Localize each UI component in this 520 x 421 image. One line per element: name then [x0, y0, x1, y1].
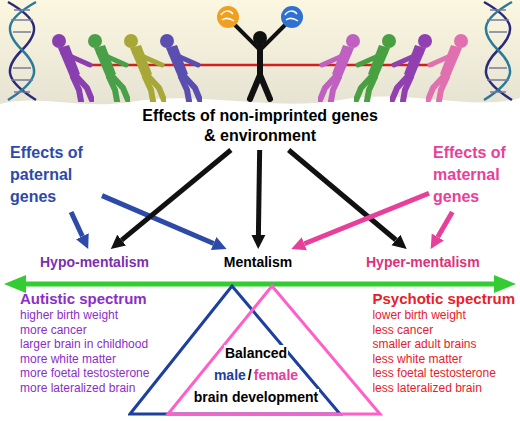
influence-label: Effects of maternal genes	[431, 140, 517, 210]
trait-item: more lateralized brain	[20, 381, 149, 396]
spectrum-pole: Mentalism	[222, 252, 294, 273]
spectrum-heading: Psychotic spectrum	[372, 289, 515, 308]
trait-item: less lateralized brain	[372, 381, 515, 396]
dna-helix	[484, 2, 512, 100]
influence-arrow	[71, 212, 82, 236]
right-team	[320, 34, 468, 101]
trait-item: more cancer	[20, 323, 149, 338]
trait-item: smaller adult brains	[372, 337, 515, 352]
trait-item: higher birth weight	[20, 308, 149, 323]
triangle	[130, 286, 340, 414]
triangle	[168, 286, 380, 414]
background-band	[0, 0, 520, 104]
trait-item: less cancer	[372, 323, 515, 338]
trait-item: more foetal testosterone	[20, 366, 149, 381]
dna-helix	[8, 2, 36, 100]
influence-label: Effects of non-imprinted genes & environ…	[135, 104, 385, 148]
triangle-label: /	[247, 367, 253, 383]
trait-item: less white matter	[372, 352, 515, 367]
node-text: Hyper-mentalism	[366, 254, 480, 271]
trait-item: larger brain in childhood	[20, 337, 149, 352]
overlap-triangles: Balanced male/female brain development	[128, 284, 384, 416]
node-text: Hypo-mentalism	[40, 254, 149, 271]
triangle-label: brain development	[193, 389, 319, 405]
held-head	[281, 6, 303, 28]
influence-arrow	[122, 150, 231, 240]
trait-item: less foetal testosterone	[372, 366, 515, 381]
spectrum-pole: Hypo-mentalism	[38, 252, 151, 273]
text-line: male/female	[128, 364, 384, 386]
trait-item: lower birth weight	[372, 308, 515, 323]
triangle-label: Balanced	[224, 345, 288, 361]
influence-arrow	[102, 196, 214, 244]
spectrum-pole: Hyper-mentalism	[364, 252, 482, 273]
influence-arrow	[304, 193, 429, 244]
text-line: brain development	[128, 386, 384, 408]
text-line: Balanced	[128, 342, 384, 364]
influence-label: Effects of paternal genes	[8, 140, 100, 210]
trait-list: Psychotic spectrumlower birth weightless…	[370, 287, 517, 397]
influence-arrow	[438, 212, 453, 237]
node-text: Effects of maternal genes	[433, 142, 515, 208]
referee-figure	[217, 6, 303, 99]
influence-arrow	[258, 150, 259, 235]
triangle-text: Balanced male/female brain development	[128, 342, 384, 408]
left-team	[52, 34, 200, 101]
node-text: Effects of paternal genes	[10, 142, 98, 208]
spectrum-heading: Autistic spectrum	[20, 289, 149, 308]
held-head	[217, 6, 239, 28]
node-text: Mentalism	[224, 254, 292, 271]
node-text: Effects of non-imprinted genes & environ…	[137, 106, 383, 146]
triangle-label: male	[213, 367, 247, 383]
trait-list: Autistic spectrumhigher birth weightmore…	[18, 287, 151, 397]
triangle-label: female	[253, 367, 299, 383]
trait-item: more white matter	[20, 352, 149, 367]
